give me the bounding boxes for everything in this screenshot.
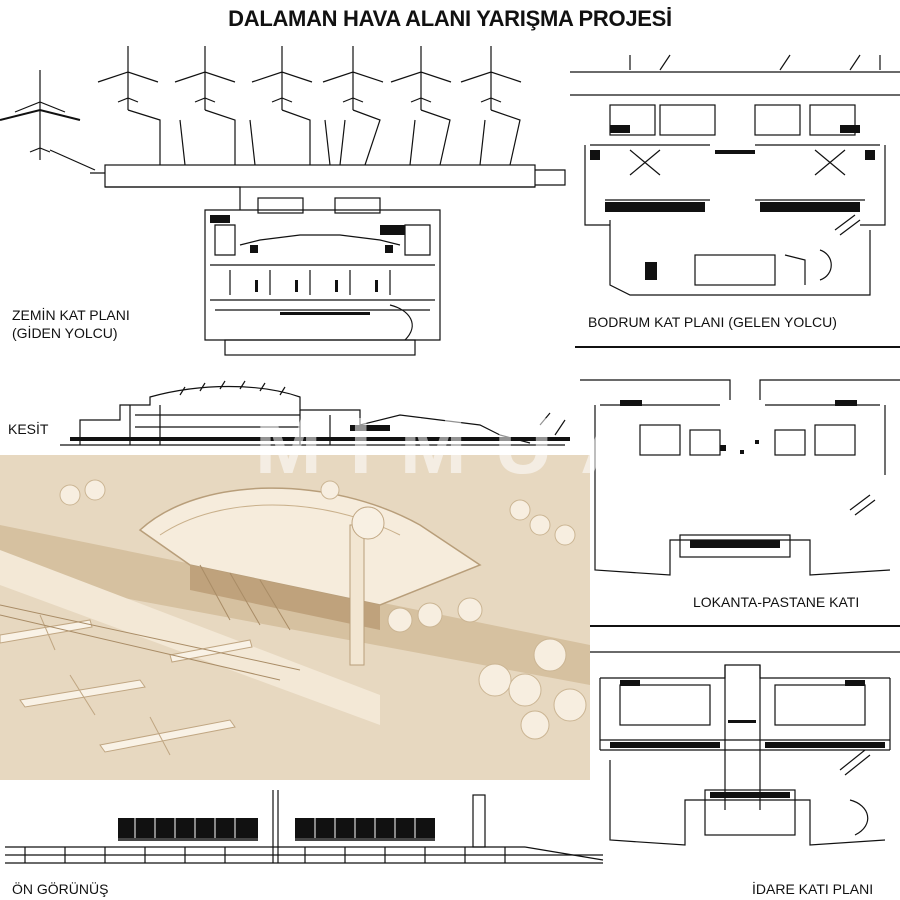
model-photo — [0, 455, 590, 780]
divider-line — [590, 625, 900, 627]
page-title: DALAMAN HAVA ALANI YARIŞMA PROJESİ — [228, 6, 672, 31]
zemin-kat-plan-drawing — [0, 40, 570, 360]
idare-plan-drawing — [590, 640, 900, 870]
zemin-kat-label: ZEMİN KAT PLANI (GİDEN YOLCU) — [12, 307, 130, 341]
lokanta-plan-drawing — [580, 375, 900, 585]
idare-label: İDARE KATI PLANI — [752, 881, 874, 897]
watermark: MIMUA — [255, 401, 667, 490]
airplane-icon — [0, 70, 81, 160]
lokanta-label: LOKANTA-PASTANE KATI — [693, 594, 860, 610]
on-gorunus-label: ÖN GÖRÜNÜŞ — [12, 881, 109, 897]
bodrum-kat-plan-drawing — [570, 50, 900, 305]
kesit-section-drawing — [60, 375, 570, 447]
bodrum-kat-label: BODRUM KAT PLANI (GELEN YOLCU) — [588, 314, 837, 330]
on-gorunus-elevation-drawing — [5, 785, 605, 875]
kesit-label: KESİT — [8, 421, 49, 437]
divider-line — [575, 346, 900, 348]
